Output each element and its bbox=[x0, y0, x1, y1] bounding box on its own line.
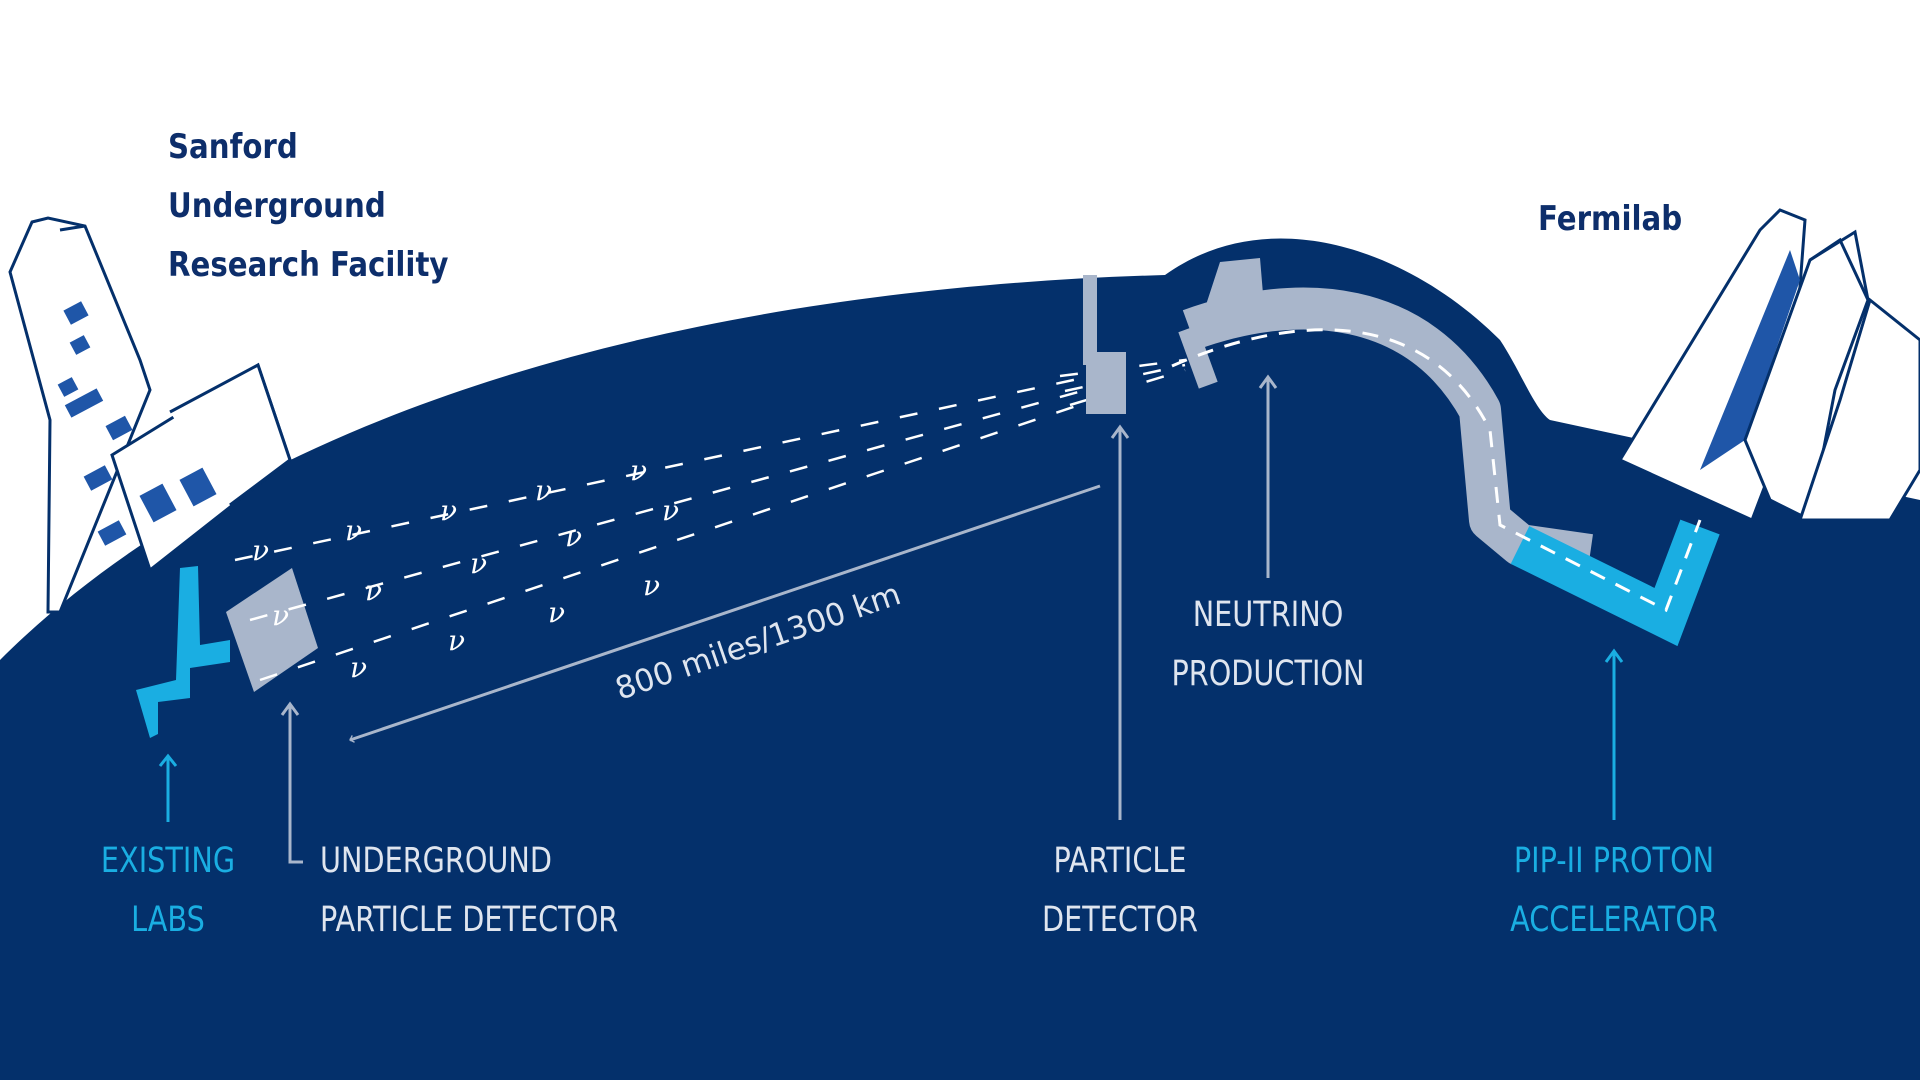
particle-detector-label: PARTICLE DETECTOR bbox=[997, 832, 1243, 950]
label-line: PRODUCTION bbox=[1171, 654, 1365, 694]
nu-symbol: ν bbox=[345, 514, 362, 547]
label-line: EXISTING bbox=[100, 841, 236, 881]
pip-ii-accelerator-shape bbox=[1510, 519, 1720, 647]
nu-symbol: ν bbox=[662, 494, 679, 527]
label-line: UNDERGROUND bbox=[320, 841, 553, 881]
near-particle-detector bbox=[1083, 275, 1126, 414]
label-line: NEUTRINO bbox=[1192, 595, 1344, 635]
nu-symbol: ν bbox=[470, 547, 487, 580]
nu-symbol: ν bbox=[548, 596, 565, 629]
nu-symbol: ν bbox=[350, 651, 367, 684]
underground-detector-box bbox=[226, 568, 318, 692]
neutrino-beam-lines bbox=[234, 358, 1186, 682]
existing-labs-shape bbox=[136, 566, 230, 738]
label-line: DETECTOR bbox=[1041, 900, 1199, 940]
nu-symbol: ν bbox=[630, 454, 647, 487]
sanford-heading-line: Underground bbox=[168, 186, 386, 226]
nu-symbol: ν bbox=[535, 474, 552, 507]
sanford-heading-line: Research Facility bbox=[168, 245, 449, 285]
sanford-buildings bbox=[8, 216, 292, 614]
nu-symbol: ν bbox=[643, 569, 660, 602]
nu-symbol: ν bbox=[448, 624, 465, 657]
sanford-heading-line: Sanford bbox=[168, 127, 298, 167]
neutrino-symbols: ν ν ν ν ν ν ν ν ν ν ν ν ν ν bbox=[252, 454, 679, 684]
nu-symbol: ν bbox=[365, 574, 382, 607]
label-line: ACCELERATOR bbox=[1510, 900, 1718, 940]
fermilab-heading: Fermilab bbox=[1538, 190, 1682, 249]
underground-detector-label: UNDERGROUND PARTICLE DETECTOR bbox=[320, 832, 618, 950]
pip-ii-label: PIP-II PROTON ACCELERATOR bbox=[1483, 832, 1745, 950]
existing-labs-label: EXISTING LABS bbox=[86, 832, 250, 950]
earth-surface bbox=[0, 238, 1920, 1080]
nu-symbol: ν bbox=[565, 520, 582, 553]
fermilab-buildings bbox=[1617, 208, 1920, 523]
beamline-entry bbox=[1178, 325, 1218, 389]
nu-symbol: ν bbox=[272, 599, 289, 632]
nu-symbol: ν bbox=[252, 534, 269, 567]
distance-arrow bbox=[349, 484, 1101, 743]
label-pointers bbox=[158, 374, 1624, 864]
proton-beam-path bbox=[1171, 328, 1702, 613]
nu-symbol: ν bbox=[440, 494, 457, 527]
fermilab-heading-text: Fermilab bbox=[1538, 199, 1683, 239]
label-line: PARTICLE bbox=[1053, 841, 1187, 881]
underground-detector-arrow bbox=[288, 705, 303, 864]
label-line: PARTICLE DETECTOR bbox=[320, 900, 619, 940]
neutrino-production-label: NEUTRINO PRODUCTION bbox=[1145, 586, 1391, 704]
label-line: LABS bbox=[131, 900, 205, 940]
label-line: PIP-II PROTON bbox=[1513, 841, 1715, 881]
sanford-heading: Sanford Underground Research Facility bbox=[168, 118, 448, 295]
